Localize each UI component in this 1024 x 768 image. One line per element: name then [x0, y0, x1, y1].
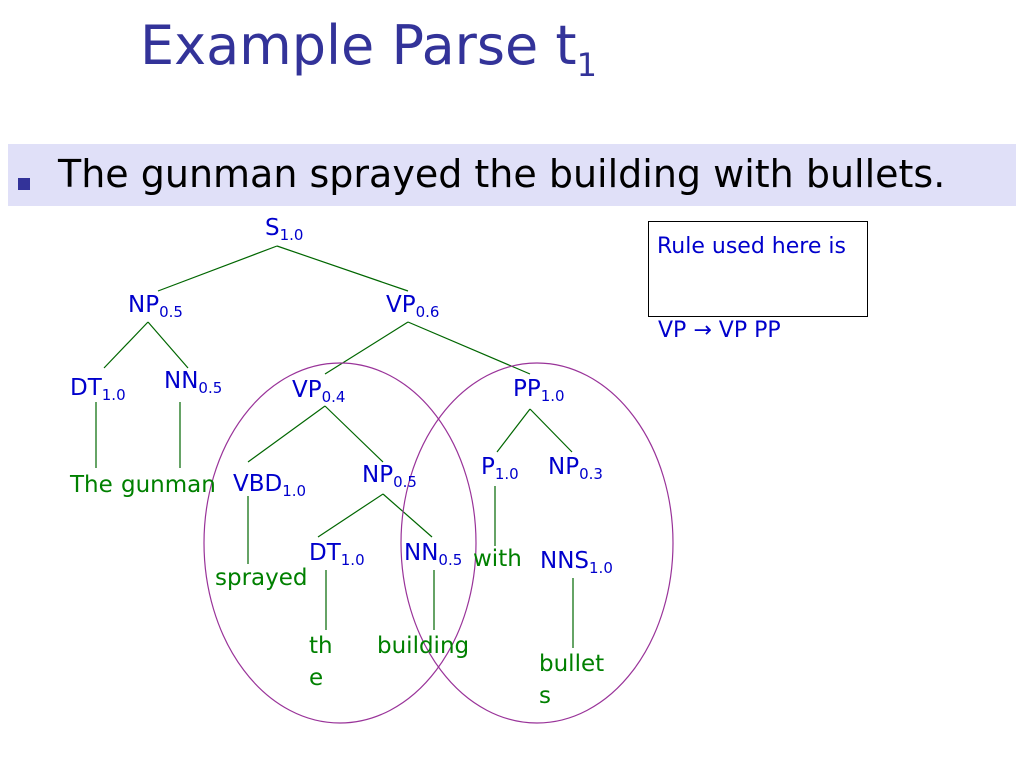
edge-np-dt — [103, 321, 149, 369]
arrow-icon: → — [693, 318, 712, 343]
node-dt-mid: DT1.0 — [309, 540, 365, 569]
edge-vpinner-vbd — [247, 405, 326, 463]
node-vbd: VBD1.0 — [233, 471, 307, 500]
pp-ellipse — [400, 362, 674, 724]
word-bullets-part1: bullet — [539, 651, 605, 677]
node-vp-top: VP0.6 — [386, 292, 440, 321]
word-bullets-part2: s — [539, 683, 551, 709]
edge-pp-p — [496, 408, 531, 453]
bullet-square-icon — [18, 178, 30, 190]
node-nn-left: NN0.5 — [164, 368, 223, 397]
word-sprayed: sprayed — [215, 565, 308, 591]
grammar-rule: VP → VP PP — [658, 318, 781, 343]
word-the-lower-part2: e — [309, 665, 324, 691]
edge-s-np — [157, 245, 278, 292]
node-p: P1.0 — [481, 454, 519, 483]
word-gunman: gunman — [121, 472, 216, 498]
bullet-highlight-bar — [8, 144, 1016, 206]
word-the: The — [70, 472, 113, 498]
word-with: with — [473, 546, 522, 572]
edge-npmid-dt — [317, 493, 384, 538]
node-pp: PP1.0 — [513, 376, 565, 405]
node-np-right: NP0.3 — [548, 454, 603, 483]
edge-np-nn — [147, 321, 189, 369]
rule-callout-box: Rule used here is — [648, 221, 868, 317]
node-nns: NNS1.0 — [540, 548, 613, 577]
node-s: S1.0 — [265, 215, 304, 244]
bullet-sentence: The gunman sprayed the building with bul… — [58, 152, 946, 196]
node-vp-inner: VP0.4 — [292, 377, 346, 406]
node-nn-mid: NN0.5 — [404, 540, 463, 569]
edge-npmid-nn — [382, 493, 433, 538]
word-building: building — [377, 633, 470, 659]
edge-vp-vpinner — [324, 321, 409, 375]
node-np-top: NP0.5 — [128, 292, 183, 321]
node-dt-left: DT1.0 — [70, 375, 126, 404]
edge-vp-pp — [407, 321, 531, 375]
edge-s-vp — [276, 245, 409, 292]
word-the-lower-part1: th — [309, 633, 333, 659]
edge-vpinner-np — [324, 405, 384, 463]
rule-callout-text: Rule used here is — [657, 234, 846, 259]
edge-pp-np — [529, 408, 573, 453]
slide-title: Example Parse t1 — [140, 14, 597, 84]
vp-inner-ellipse — [203, 362, 477, 724]
node-np-mid: NP0.5 — [362, 462, 417, 491]
